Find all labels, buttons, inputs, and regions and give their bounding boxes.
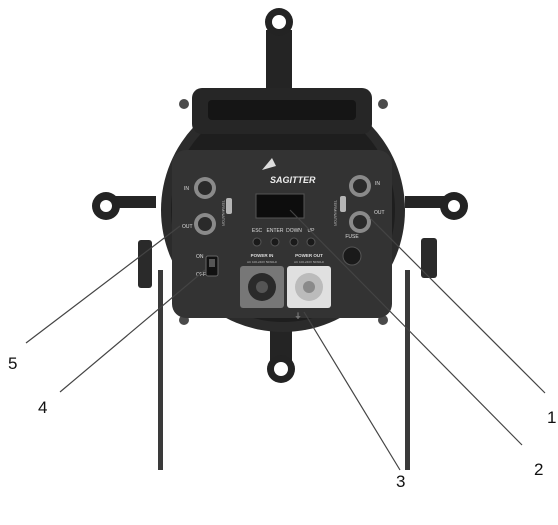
dmx-right-out-label: OUT [374,210,385,216]
fuse-holder[interactable] [342,246,362,266]
brand-logo: SAGITTER [262,158,316,185]
power-in-label: POWER IN [251,253,274,258]
callout-leaders [25,209,546,471]
fuse-group: FUSE [342,234,362,266]
dmx-left-group: IN OUT TERMINATOR [182,177,232,235]
terminator-label-left: TERMINATOR [221,200,226,226]
dmx-right-in-label: IN [375,181,380,187]
power-connectors: POWER IN AC 100-240V 50/60Hz POWER OUT A… [240,253,331,320]
stand-legs [138,238,437,470]
callout-1: 1 [547,408,557,427]
power-out-label: POWER OUT [295,253,323,258]
dmx-in-label: IN [184,186,189,192]
leader-line-3 [303,311,401,471]
switch-on-label: ON [196,254,204,260]
enter-button[interactable] [270,237,280,247]
leader-line-1 [369,217,546,394]
power-in-spec: AC 100-240V 50/60Hz [247,260,278,264]
dmx-out-label: OUT [182,224,193,230]
left-side-knob [92,192,156,220]
callout-4: 4 [38,398,48,417]
leader-line-2 [289,209,523,446]
down-button[interactable] [289,237,299,247]
callout-5: 5 [8,354,18,373]
leader-line-5 [25,225,181,344]
brand-text: SAGITTER [270,175,316,185]
fuse-label: FUSE [345,234,359,240]
leader-line-4 [59,269,206,393]
power-out-spec: AC 100-240V 50/60Hz [294,260,325,264]
switch-off-label: OFF [196,272,206,278]
lcd-display [255,193,305,219]
dmx-right-group: IN OUT TERMINATOR [333,175,385,233]
terminator-switch-left[interactable] [226,198,232,214]
button-label-enter: ENTER [267,228,284,234]
callout-2: 2 [534,460,544,479]
top-mount-ring [265,8,293,100]
up-button[interactable] [306,237,316,247]
button-label-esc: ESC [252,228,263,234]
button-label-down: DOWN [286,228,302,234]
right-side-knob [405,192,468,220]
ground-icon: ⏚ [295,312,302,320]
power-switch-group: ON OFF [196,254,219,278]
esc-button[interactable] [252,237,262,247]
terminator-switch-right[interactable] [340,196,346,212]
callout-3: 3 [396,472,406,491]
terminator-label-right: TERMINATOR [333,200,338,226]
